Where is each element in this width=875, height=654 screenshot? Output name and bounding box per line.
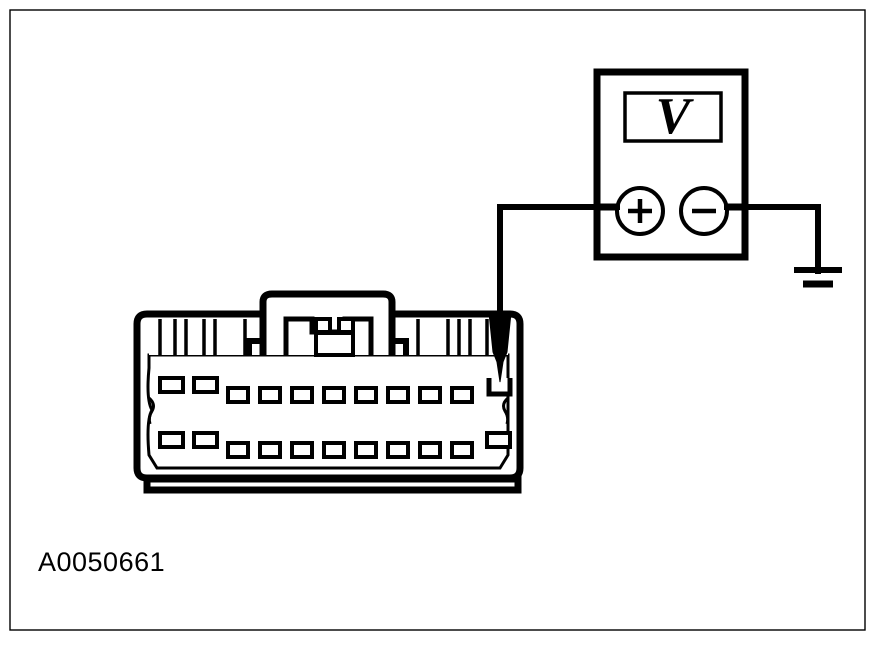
connector-right-keyway-notch (502, 396, 510, 425)
display-voltage-symbol: V (656, 88, 695, 145)
pin-upper-large-1[interactable] (158, 376, 185, 394)
pin-lower-small-3[interactable] (290, 441, 314, 459)
connector-left-keyway-notch (147, 396, 155, 425)
upper-pin-row (158, 376, 513, 404)
pin-upper-small-8[interactable] (450, 386, 474, 404)
latch-right-shoulder (389, 338, 409, 355)
ground-lead-path (724, 204, 821, 274)
pin-upper-small-4[interactable] (322, 386, 346, 404)
figure-id-label: A0050661 (38, 547, 166, 577)
latch-center-block (314, 331, 355, 357)
pin-lower-small-1[interactable] (226, 441, 250, 459)
pin-lower-large-2[interactable] (192, 431, 219, 449)
wiring-harness-connector (133, 290, 524, 494)
lower-pin-row (158, 431, 512, 459)
test-probe (488, 312, 512, 383)
pin-upper-small-7[interactable] (418, 386, 442, 404)
pin-lower-small-6[interactable] (386, 441, 410, 459)
page-border (9, 9, 866, 631)
pin-upper-small-5[interactable] (354, 386, 378, 404)
multimeter-display (623, 91, 723, 143)
multimeter: V (593, 68, 749, 261)
probe-tip-icon (488, 312, 512, 383)
positive-test-lead (497, 204, 620, 332)
left-rib-group (158, 319, 247, 355)
positive-lead-path (497, 204, 620, 332)
negative-ground-lead (724, 204, 821, 274)
negative-terminal[interactable] (679, 186, 729, 236)
pin-upper-small-1[interactable] (226, 386, 250, 404)
pin-lower-right[interactable] (485, 431, 512, 449)
pin-lower-small-8[interactable] (450, 441, 474, 459)
right-rib-group (416, 319, 489, 355)
latch-notch-left (314, 317, 332, 334)
pin-upper-small-2[interactable] (258, 386, 282, 404)
pin-upper-small-3[interactable] (290, 386, 314, 404)
latch-left-shoulder (246, 338, 266, 355)
positive-terminal[interactable] (615, 186, 665, 236)
pin-lower-small-5[interactable] (354, 441, 378, 459)
pin-lower-small-2[interactable] (258, 441, 282, 459)
connector-latch-tab (246, 290, 409, 357)
pin-lower-large-1[interactable] (158, 431, 185, 449)
ground-symbol (794, 267, 842, 288)
pin-upper-small-6[interactable] (386, 386, 410, 404)
pin-upper-large-2[interactable] (192, 376, 219, 394)
pin-lower-small-7[interactable] (418, 441, 442, 459)
pin-lower-small-4[interactable] (322, 441, 346, 459)
pin-under-test[interactable] (486, 378, 513, 397)
latch-notch-right (337, 317, 355, 334)
